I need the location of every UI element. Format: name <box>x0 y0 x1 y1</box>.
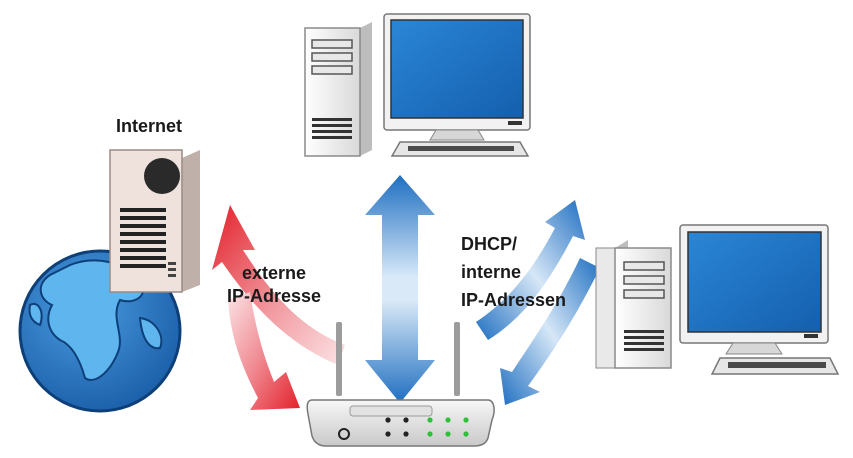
red-arrow-down <box>228 292 300 410</box>
monitor-top-icon <box>383 13 531 141</box>
monitor-right-icon <box>679 224 829 355</box>
keyboard-right-icon <box>710 357 840 375</box>
external-ip-label: externe IP-Adresse <box>218 262 330 308</box>
internal-ip-arrows <box>476 200 600 405</box>
external-ip-arrows <box>212 205 345 410</box>
internal-ip-label-line2: interne <box>461 262 522 282</box>
internal-ip-label-line3: IP-Adressen <box>461 290 567 310</box>
pc-tower-top-icon <box>304 22 372 157</box>
internet-label: Internet <box>116 116 183 136</box>
router-icon <box>306 322 495 447</box>
keyboard-top-icon <box>390 141 530 157</box>
internet-server-icon <box>109 149 200 293</box>
internal-ip-label: DHCP/ interne IP-Adressen <box>461 230 566 314</box>
blue-arrow-vertical <box>365 175 435 403</box>
internal-ip-label-line1: DHCP/ <box>461 234 518 254</box>
external-ip-label-line1: externe <box>241 263 307 283</box>
pc-tower-right-icon <box>595 240 672 369</box>
red-arrow-up <box>212 205 345 365</box>
external-ip-label-line2: IP-Adresse <box>226 286 322 306</box>
blue-arrow-diagonal-a <box>476 200 585 340</box>
blue-arrow-diagonal-b <box>500 258 600 405</box>
